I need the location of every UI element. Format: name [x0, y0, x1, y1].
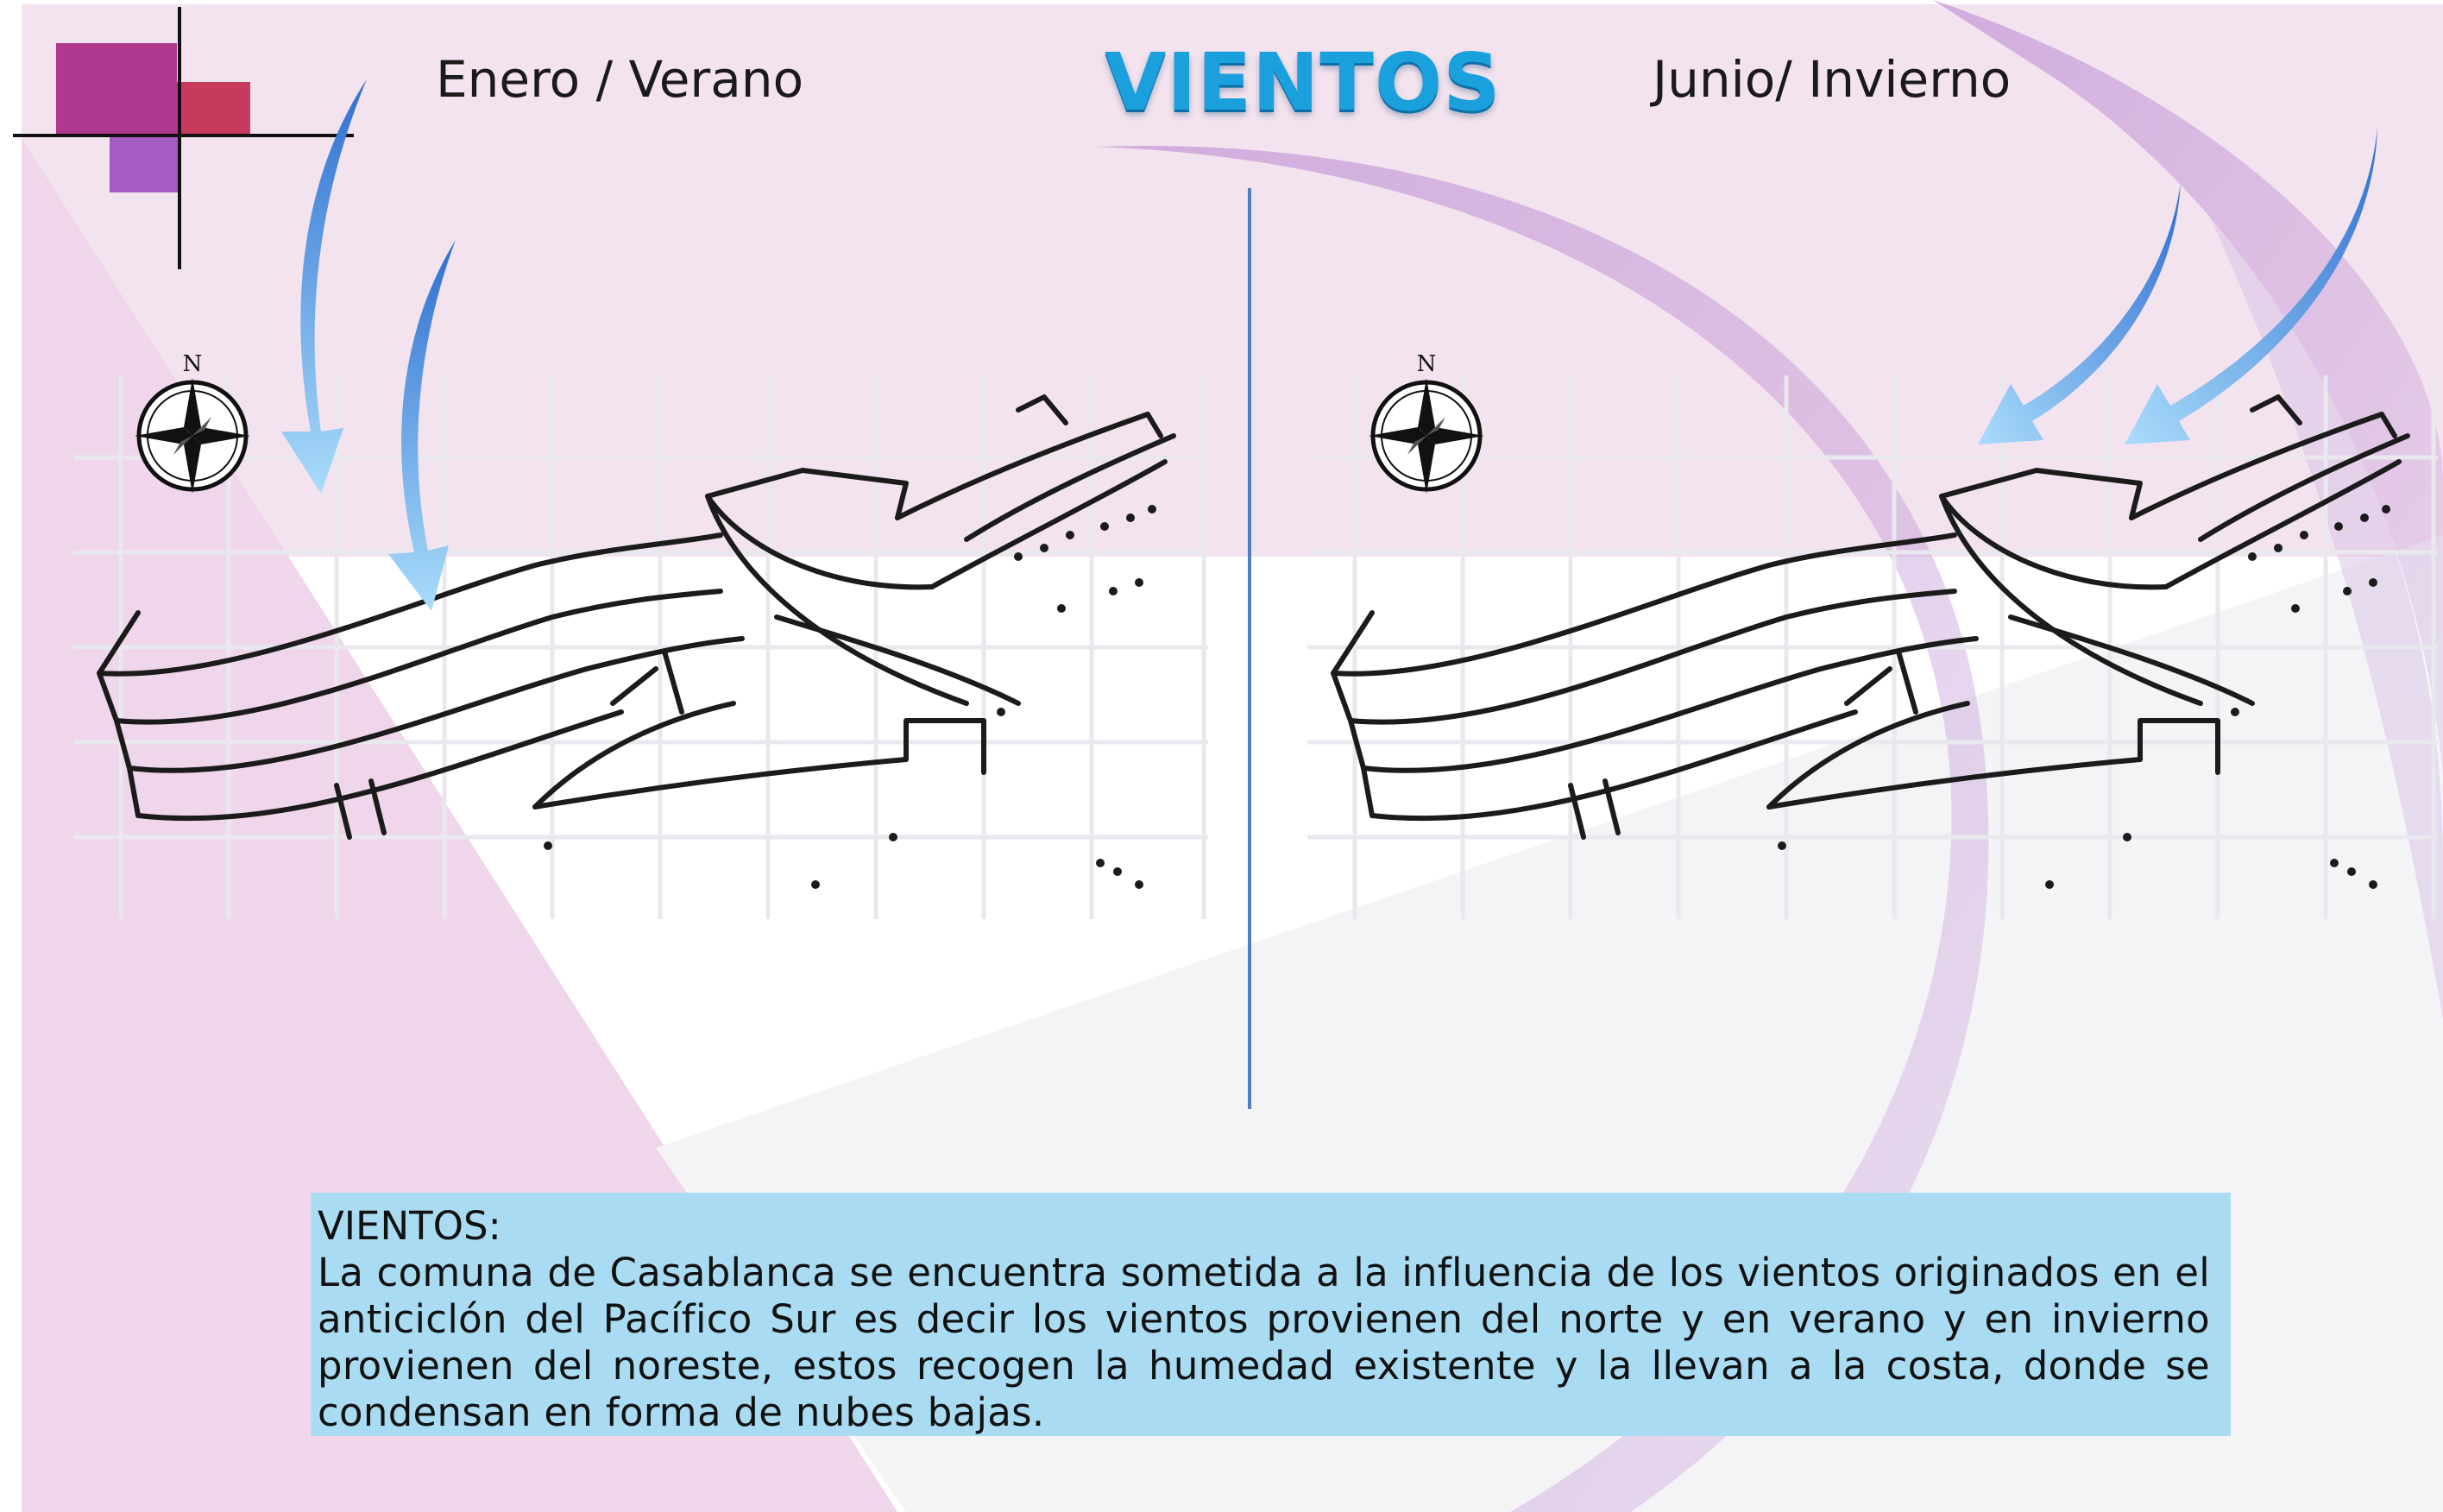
winter-label: Junio/ Invierno: [1653, 50, 2012, 109]
svg-text:N: N: [183, 351, 203, 377]
decor-square-magenta: [56, 43, 177, 134]
page-title: VIENTOS: [1105, 36, 1502, 129]
summer-label: Enero / Verano: [436, 50, 804, 109]
decor-square-purple: [110, 134, 179, 192]
wind-info-box: VIENTOS: La comuna de Casablanca se encu…: [311, 1193, 2231, 1436]
purple-arc-3: [2209, 216, 2443, 1018]
plan-grid: [1307, 375, 2438, 919]
compass-rose-icon: N: [135, 351, 250, 494]
plan-dots: [1778, 505, 2390, 889]
building-sketch: [1331, 394, 2410, 840]
building-sketch: [97, 394, 1176, 840]
compass-rose-icon: N: [1369, 351, 1484, 494]
plan-dots: [544, 505, 1156, 889]
info-body: La comuna de Casablanca se encuentra som…: [318, 1250, 2210, 1435]
site-plan-winter: [1307, 375, 2438, 919]
decor-square-red: [177, 82, 250, 134]
info-title: VIENTOS:: [318, 1203, 501, 1249]
svg-text:N: N: [1417, 351, 1437, 377]
